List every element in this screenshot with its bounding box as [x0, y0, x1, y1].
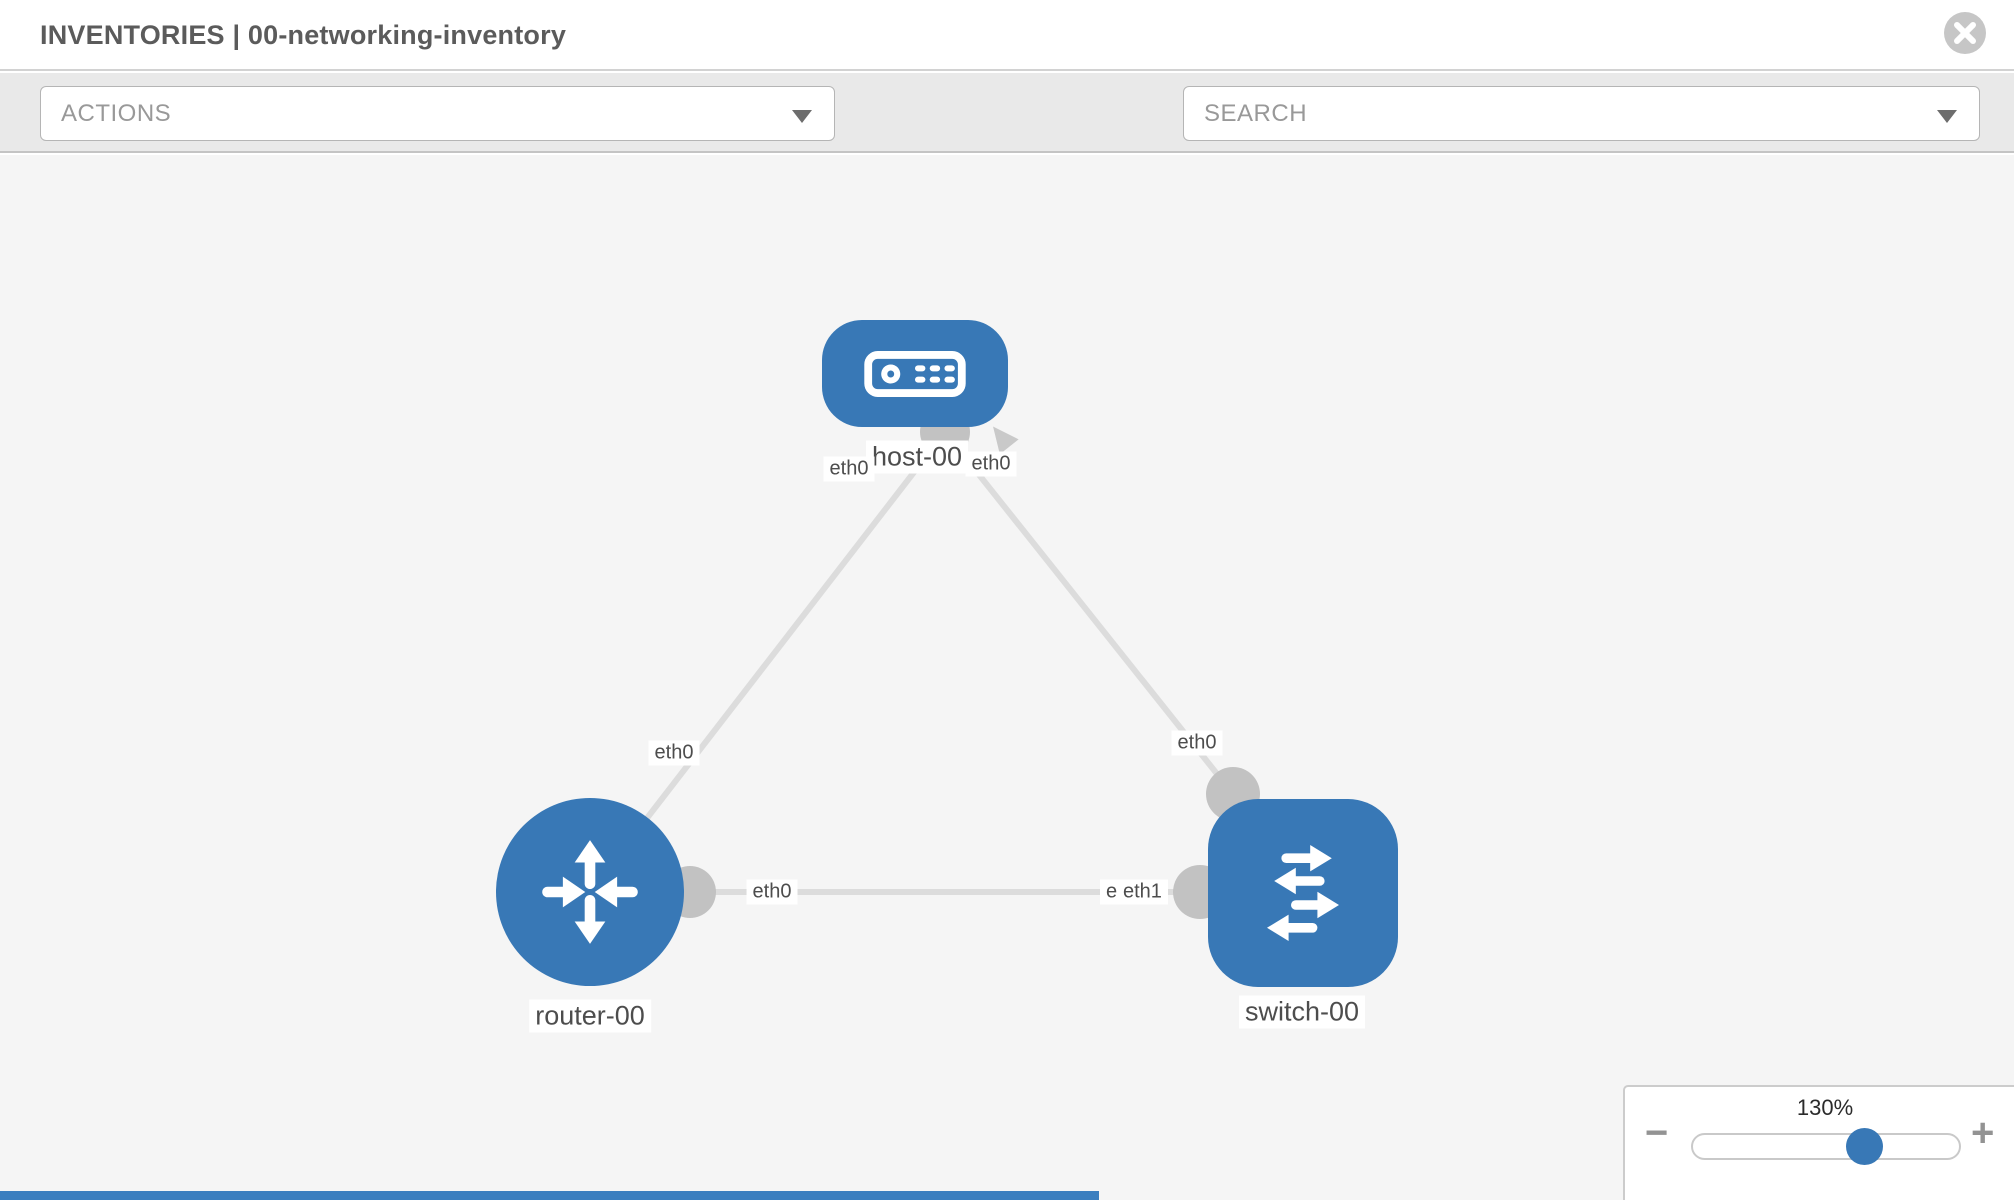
interface-label-switch-eth1: eth1 — [1117, 879, 1168, 905]
zoom-control-panel: 130% − + — [1623, 1085, 2014, 1200]
interface-label-host-eth0-right: eth0 — [965, 451, 1017, 477]
close-icon — [1944, 12, 1986, 54]
chevron-down-icon — [1937, 110, 1957, 123]
node-host-00[interactable] — [822, 320, 1008, 427]
search-dropdown-label: SEARCH — [1204, 99, 1308, 127]
page-title: INVENTORIES | 00-networking-inventory — [40, 20, 567, 50]
server-icon — [864, 350, 966, 397]
actions-dropdown-label: ACTIONS — [61, 99, 172, 127]
router-arrows-icon — [542, 840, 638, 944]
topology-canvas[interactable]: host-00 eth0 eth0 eth0 eth0 eth0 eth0 et… — [0, 155, 2014, 1200]
zoom-level-value: 130% — [1796, 1095, 1854, 1120]
chevron-down-icon — [792, 110, 812, 123]
close-button[interactable] — [1943, 11, 1987, 55]
interface-label-router-eth0-uplink: eth0 — [648, 740, 700, 766]
topology-links-layer — [587, 407, 1260, 919]
zoom-slider-handle[interactable] — [1846, 1128, 1883, 1165]
actions-dropdown[interactable]: ACTIONS — [40, 86, 835, 141]
search-dropdown[interactable]: SEARCH — [1183, 86, 1980, 141]
header: INVENTORIES | 00-networking-inventory — [0, 0, 2014, 71]
interface-label-router-eth0-horizontal: eth0 — [746, 879, 798, 905]
interface-label-switch-eth0-uplink: eth0 — [1171, 730, 1223, 756]
node-switch-00[interactable] — [1208, 799, 1398, 987]
switch-arrows-icon — [1267, 845, 1339, 941]
zoom-out-button[interactable]: − — [1645, 1111, 1669, 1155]
node-label-host-00: host-00 — [865, 440, 969, 474]
footer-accent-strip — [0, 1191, 1099, 1200]
link-arrowhead-icon — [993, 426, 1019, 455]
link-router-host — [587, 430, 948, 894]
zoom-slider[interactable] — [1691, 1128, 1961, 1165]
toolbar: ACTIONS SEARCH — [0, 73, 2014, 203]
node-label-router-00: router-00 — [529, 999, 651, 1033]
node-router-00[interactable] — [496, 798, 684, 986]
zoom-in-button[interactable]: + — [1971, 1111, 1995, 1155]
node-label-switch-00: switch-00 — [1238, 995, 1366, 1029]
interface-label-host-eth0-left: eth0 — [823, 456, 875, 482]
